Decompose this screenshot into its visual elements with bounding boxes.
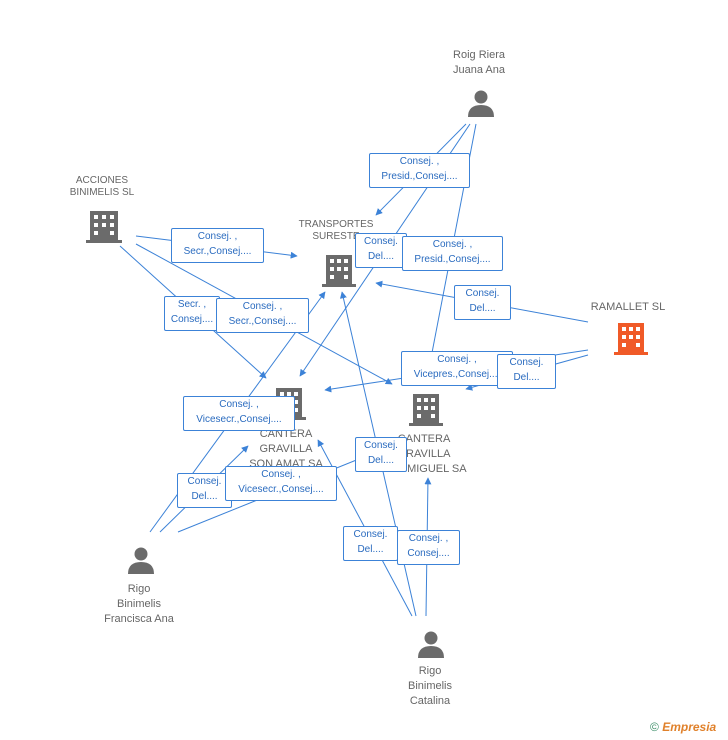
role-line: Del.... (367, 251, 395, 262)
role-box[interactable]: Consej. Del.... (355, 233, 407, 268)
role-box[interactable]: Consej. Del.... (177, 473, 232, 508)
role-box[interactable]: Consej. , Presid.,Consej.... (402, 236, 503, 271)
role-line: Consej. (353, 529, 388, 540)
role-line: Consej. (465, 288, 500, 299)
brand-logo: Empresia (662, 720, 717, 734)
copyright-symbol: © (650, 720, 659, 734)
role-line: Vicesecr.,Consej.... (196, 414, 282, 425)
role-line: Consej. , (261, 469, 301, 480)
role-line: Consej.... (407, 548, 450, 559)
role-line: Consej. , (197, 231, 238, 242)
role-box[interactable]: Secr. , Consej.... (164, 296, 220, 331)
role-line: Secr.,Consej.... (228, 316, 297, 327)
role-box[interactable]: Consej. Del.... (343, 526, 398, 561)
node-label-ramallet[interactable]: RAMALLET SL (590, 301, 666, 313)
role-box[interactable]: Consej. , Presid.,Consej.... (369, 153, 470, 188)
role-line: Vicepres.,Consej.... (413, 369, 501, 380)
building-icon (614, 323, 648, 355)
role-line: Consej.... (170, 314, 214, 325)
role-line: Consej. (187, 476, 222, 487)
node-label-rigo-francisca-ana[interactable]: Rigo Binimelis Francisca Ana (104, 583, 174, 625)
role-line: Consej. , (432, 239, 473, 250)
role-line: Del.... (469, 303, 496, 314)
role-box[interactable]: Consej. , Secr.,Consej.... (216, 298, 309, 333)
role-line: Consej. (364, 440, 398, 451)
role-line: Consej. , (219, 399, 259, 410)
role-box[interactable]: Consej. , Vicepres.,Consej.... (401, 351, 513, 386)
node-label-rigo-catalina[interactable]: Rigo Binimelis Catalina (407, 665, 452, 707)
role-box[interactable]: Consej. Del.... (355, 437, 407, 472)
role-box[interactable]: Consej. , Secr.,Consej.... (171, 228, 264, 263)
role-box[interactable]: Consej. , Vicesecr.,Consej.... (183, 396, 295, 431)
building-icon (322, 255, 356, 287)
role-line: Consej. , (399, 156, 440, 167)
role-line: Vicesecr.,Consej.... (238, 484, 324, 495)
role-line: Consej. , (437, 354, 477, 365)
role-box[interactable]: Consej. Del.... (454, 285, 511, 320)
role-box[interactable]: Consej. , Vicesecr.,Consej.... (225, 466, 337, 501)
role-box[interactable]: Consej. , Consej.... (397, 530, 460, 565)
role-line: Consej. , (408, 533, 449, 544)
role-line: Consej. (509, 357, 544, 368)
node-label-acciones-binimelis[interactable]: ACCIONES BINIMELIS SL (69, 175, 135, 198)
person-icon (418, 631, 444, 658)
role-line: Consej. , (242, 301, 283, 312)
role-line: Presid.,Consej.... (414, 254, 491, 265)
role-box[interactable]: Consej. Del.... (497, 354, 556, 389)
node-label-roig-riera[interactable]: Roig Riera Juana Ana (453, 49, 505, 76)
building-icon (86, 211, 122, 243)
role-line: Secr. , (177, 299, 207, 310)
role-line: Presid.,Consej.... (381, 171, 458, 182)
role-line: Consej. (364, 236, 398, 247)
footer-brand: © Empresia (650, 720, 716, 734)
role-line: Del.... (513, 372, 540, 383)
node-label-cantera-son-amat[interactable]: CANTERA GRAVILLA SON AMAT SA (249, 428, 323, 470)
role-line: Secr.,Consej.... (183, 246, 252, 257)
role-line: Del.... (357, 544, 384, 555)
role-line: Del.... (191, 491, 218, 502)
node-label-transportes-sureste[interactable]: TRANSPORTES SURESTE (298, 219, 374, 242)
person-icon (128, 547, 154, 574)
person-icon (468, 90, 494, 117)
role-line: Del.... (367, 455, 395, 466)
building-icon (409, 394, 443, 426)
